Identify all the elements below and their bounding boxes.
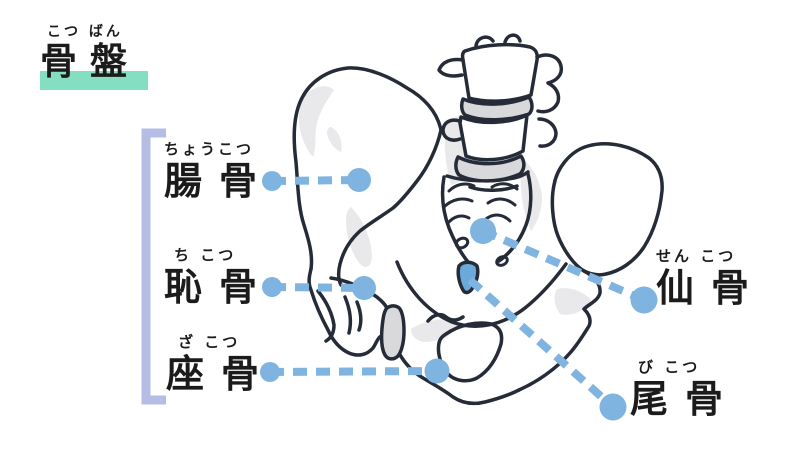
label-ischium: ざ こつ 座骨 <box>166 331 276 395</box>
dot-pubis-label <box>262 277 282 297</box>
label-pubis-text: 恥骨 <box>164 265 275 309</box>
label-ilium-text: 腸骨 <box>164 159 275 203</box>
label-ilium: ちょうこつ 腸骨 <box>164 138 274 202</box>
label-ischium-furigana: ざ こつ <box>178 333 241 351</box>
leader-pubis <box>271 283 365 292</box>
page-title: こつ ばん 骨盤 <box>40 21 148 90</box>
dot-sacrum-bone <box>470 218 496 244</box>
dot-ilium-label <box>262 171 282 191</box>
pelvis-outline <box>292 33 664 406</box>
label-coccyx-furigana: び こつ <box>638 358 701 376</box>
label-sacrum: せん こつ 仙骨 <box>656 245 766 309</box>
label-sacrum-furigana: せん こつ <box>656 247 737 265</box>
label-coccyx-text: 尾骨 <box>630 377 741 421</box>
label-coccyx: び こつ 尾骨 <box>630 356 740 420</box>
label-ischium-text: 座骨 <box>166 352 277 396</box>
label-ilium-furigana: ちょうこつ <box>164 140 255 158</box>
dot-pubis-bone <box>352 276 376 300</box>
group-bracket <box>141 128 166 405</box>
leader-ilium <box>271 176 360 185</box>
anchor-dots <box>260 168 658 421</box>
leader-coccyx <box>467 277 616 410</box>
leader-ischium <box>269 367 438 376</box>
dot-ischium-label <box>260 362 280 382</box>
dot-ilium-bone <box>347 168 371 192</box>
label-sacrum-text: 仙骨 <box>656 266 767 310</box>
leader-lines <box>269 176 646 410</box>
dot-sacrum-label <box>630 286 658 314</box>
title-text: 骨盤 <box>40 40 140 83</box>
leader-sacrum <box>481 227 646 304</box>
title-furigana: こつ ばん <box>47 24 123 40</box>
dot-coccyx-label <box>599 393 627 421</box>
label-pubis: ち こつ 恥骨 <box>164 244 274 308</box>
dot-ischium-bone <box>424 358 450 384</box>
title-highlight <box>40 71 148 90</box>
label-pubis-furigana: ち こつ <box>174 246 237 264</box>
